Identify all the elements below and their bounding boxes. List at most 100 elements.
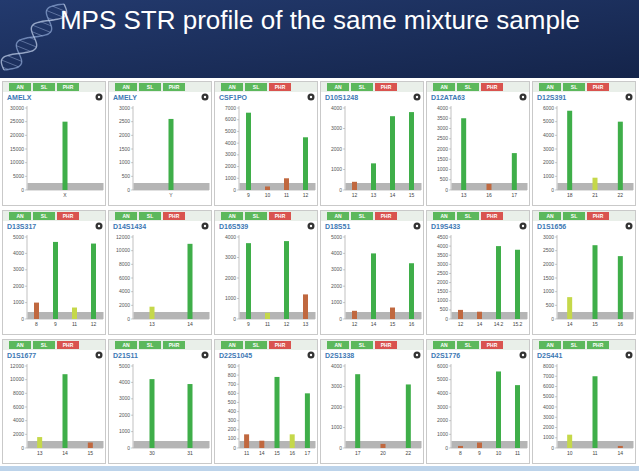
flag-label: PHR xyxy=(57,85,79,90)
axis-tick-label: 3000 xyxy=(533,235,554,240)
settings-icon xyxy=(310,225,312,227)
allele-bar xyxy=(390,308,395,319)
flag-label: AN xyxy=(327,214,349,219)
flag-label: AN xyxy=(539,85,561,90)
settings-icon xyxy=(310,354,312,356)
tick-mark xyxy=(343,286,345,287)
flag-label: AN xyxy=(115,343,137,348)
axis-tick-label: 4000 xyxy=(321,364,342,369)
flag-tab xyxy=(457,83,479,91)
allele-bar xyxy=(37,437,42,448)
allele-label: 14 xyxy=(187,322,193,327)
tick-mark xyxy=(555,437,557,438)
allele-bar xyxy=(458,310,463,319)
dna-helix xyxy=(1,4,66,70)
tick-mark xyxy=(449,309,451,310)
helix-rung xyxy=(48,18,54,20)
allele-bar xyxy=(618,446,623,448)
axis-tick-label: 2000 xyxy=(321,284,342,289)
axis-tick-label: 3000 xyxy=(109,106,130,111)
allele-label: 11 xyxy=(592,451,597,456)
tick-mark xyxy=(555,427,557,428)
settings-icon xyxy=(628,225,630,227)
tick-mark xyxy=(237,366,239,367)
allele-bar xyxy=(567,111,572,190)
tick-mark xyxy=(237,278,239,279)
locus-panel: ANSLPHRD2S133801000200030004000172022 xyxy=(320,339,424,464)
axis-tick-label: 6000 xyxy=(3,405,24,410)
allele-bar xyxy=(371,163,376,190)
settings-icon xyxy=(628,354,630,356)
flag-tab xyxy=(327,212,349,220)
axis-tick-label: 0 xyxy=(427,188,448,193)
flag-tab xyxy=(139,212,161,220)
axis-tick-label: 1000 xyxy=(215,296,236,301)
allele-bar xyxy=(618,122,623,190)
flag-label: AN xyxy=(115,214,137,219)
y-axis xyxy=(133,364,134,448)
flag-label: AN xyxy=(433,214,455,219)
axis-tick-label: 2500 xyxy=(427,271,448,276)
axis-tick-label: 1000 xyxy=(321,300,342,305)
axis-tick-label: 1500 xyxy=(427,289,448,294)
tick-mark xyxy=(343,448,345,449)
axis-tick-label: 2000 xyxy=(109,413,130,418)
footer-strip xyxy=(0,466,639,471)
flag-label: PHR xyxy=(481,85,503,90)
helix-rung xyxy=(32,32,43,36)
allele-bar xyxy=(593,245,598,319)
tick-mark xyxy=(343,407,345,408)
axis-tick-label: 5000 xyxy=(3,174,24,179)
flag-label: SL xyxy=(245,85,267,90)
locus-name: D16S539 xyxy=(219,223,248,230)
allele-bar xyxy=(246,113,251,190)
flag-tab xyxy=(33,212,55,220)
tick-mark xyxy=(131,149,133,150)
locus-name: AMELY xyxy=(113,94,137,101)
flag-label: SL xyxy=(351,85,373,90)
tick-mark xyxy=(555,417,557,418)
axis-tick-label: 2000 xyxy=(533,425,554,430)
axis-tick-label: 5000 xyxy=(533,394,554,399)
allele-bar xyxy=(496,371,501,448)
flag-label: SL xyxy=(457,343,479,348)
tick-mark xyxy=(343,149,345,150)
flag-label: PHR xyxy=(587,343,609,348)
allele-bar xyxy=(246,243,251,319)
settings-icon xyxy=(520,94,527,101)
axis-tick-label: 0 xyxy=(533,317,554,322)
allele-label: 10 xyxy=(496,451,502,456)
y-axis xyxy=(451,235,452,319)
allele-bar xyxy=(593,376,598,448)
tick-mark xyxy=(449,420,451,421)
tick-mark xyxy=(237,190,239,191)
tick-mark xyxy=(449,319,451,320)
settings-icon xyxy=(98,225,100,227)
axis-tick-label: 10000 xyxy=(109,248,130,253)
tick-mark xyxy=(25,393,27,394)
axis-tick-label: 3000 xyxy=(3,267,24,272)
tick-mark xyxy=(25,190,27,191)
locus-panel: ANSLPHRD16S539010002000300040009111213 xyxy=(214,210,318,335)
axis-tick-label: 5000 xyxy=(109,364,130,369)
allele-label: 12 xyxy=(458,322,464,327)
tick-mark xyxy=(555,386,557,387)
allele-bar xyxy=(265,313,270,319)
locus-panel: ANSLPHRD22S10450100200300400500600700800… xyxy=(214,339,318,464)
axis-tick-label: 0 xyxy=(3,446,24,451)
tick-mark xyxy=(555,162,557,163)
axis-tick-label: 0 xyxy=(109,188,130,193)
header-band xyxy=(109,340,212,350)
flag-tab xyxy=(9,341,31,349)
locus-name: AMELX xyxy=(7,94,32,101)
header-band xyxy=(3,211,106,221)
tick-mark xyxy=(131,278,133,279)
flag-tab xyxy=(563,341,585,349)
allele-label: 22 xyxy=(618,193,624,198)
axis-tick-label: 1000 xyxy=(109,429,130,434)
axis-tick-label: 3000 xyxy=(427,405,448,410)
axis-tick-label: 2000 xyxy=(3,284,24,289)
y-axis xyxy=(451,364,452,448)
header-band xyxy=(533,211,636,221)
flag-tab xyxy=(539,341,561,349)
